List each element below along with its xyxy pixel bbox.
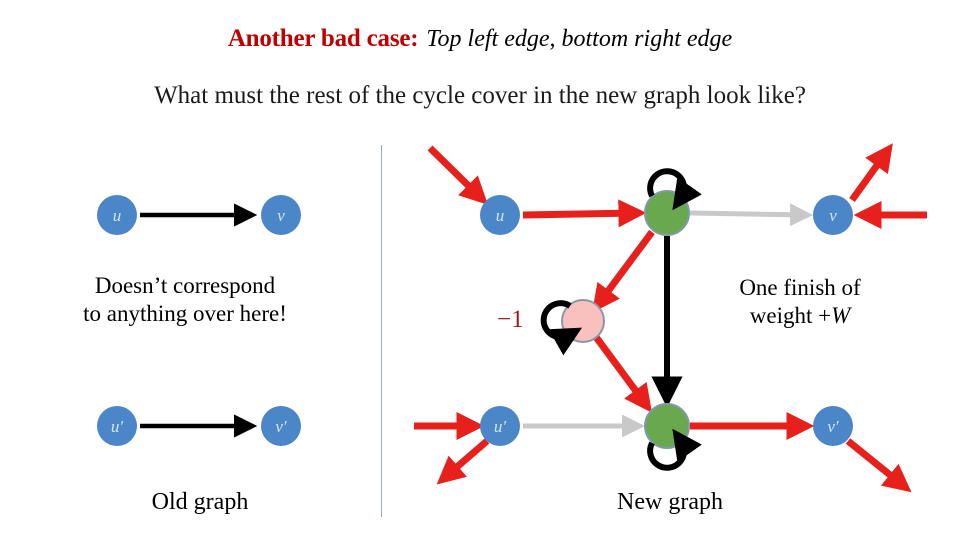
new-node-v (813, 195, 853, 235)
new-graph-note: One finish of weight +W (680, 274, 920, 330)
panel-divider (381, 145, 382, 517)
old-node-v (261, 195, 301, 235)
new-graph-red-edges (522, 199, 815, 440)
new-edge-pink-to-green-bottom (593, 334, 652, 413)
old-graph-edges (140, 203, 258, 438)
new-node-vprime (813, 406, 853, 446)
new-edge-u-to-green-top (522, 199, 647, 228)
external-arrow-into-u (427, 145, 488, 205)
old-graph-note-line2: to anything over here! (83, 301, 287, 327)
self-loop-green-top (647, 168, 702, 211)
new-node-u (480, 195, 520, 235)
new-edge-green-top-to-pink (591, 229, 655, 313)
new-graph-note-line2: weight +W (680, 302, 920, 330)
external-arrow-out-of-vprime (845, 438, 912, 493)
new-graph-note-line1: One finish of (739, 275, 861, 300)
new-graph-caption: New graph (617, 489, 723, 515)
self-loop-weight-label: −1 (497, 306, 524, 333)
self-loop-pink-weight (540, 300, 583, 356)
new-node-uprime (480, 406, 520, 446)
title-rest: Top left edge, bottom right edge (426, 26, 733, 52)
new-graph-self-loops (540, 168, 702, 471)
old-graph-caption: Old graph (151, 489, 249, 515)
new-graph-note-line2-var: W (831, 303, 851, 329)
new-edge-green-top-to-v (689, 203, 813, 227)
slide-subtitle: What must the rest of the cycle cover in… (154, 82, 806, 109)
old-node-uprime (97, 406, 137, 446)
self-loop-green-bottom (647, 428, 702, 471)
old-graph-note-line1: Doesn’t correspond (94, 273, 276, 298)
title-emphasis: Another bad case: (227, 25, 419, 52)
new-graph-external-arrows (414, 143, 927, 493)
old-graph-nodes (97, 195, 301, 446)
new-graph-grey-edges (523, 203, 813, 438)
old-graph-note: Doesn’t correspond to anything over here… (20, 272, 350, 328)
slide-title: Another bad case: Top left edge, bottom r… (0, 26, 960, 51)
external-arrow-out-of-v (849, 143, 893, 203)
old-node-u (97, 195, 137, 235)
external-arrow-out-of-uprime (436, 438, 490, 485)
new-graph-note-line2-prefix: weight + (749, 303, 832, 329)
old-node-vprime (261, 406, 301, 446)
